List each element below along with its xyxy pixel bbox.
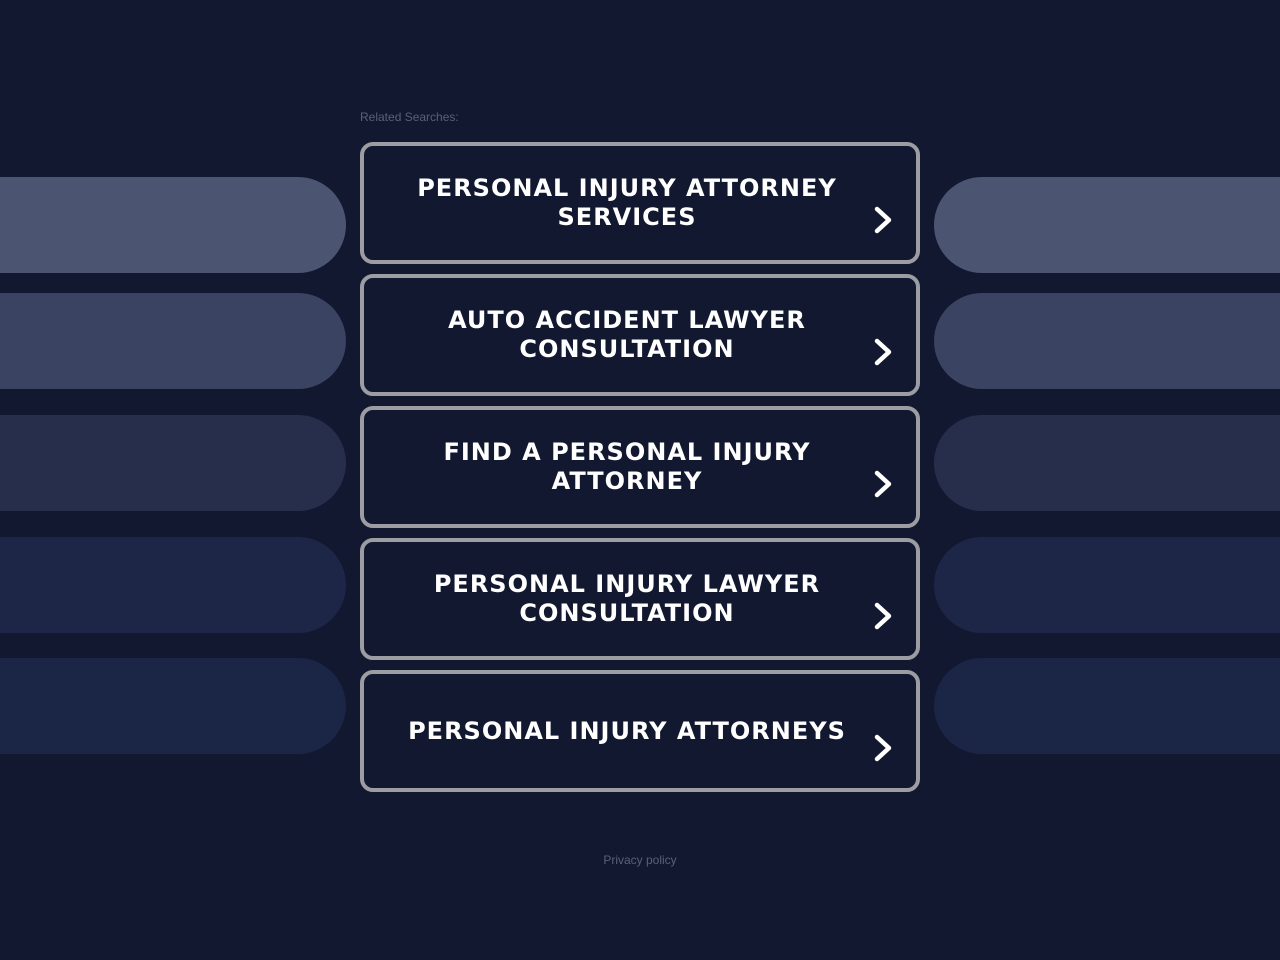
related-search-link-3[interactable]: FIND A PERSONAL INJURY ATTORNEY xyxy=(360,406,920,528)
chevron-right-icon xyxy=(871,204,895,236)
decorative-bar-left-4 xyxy=(0,537,346,633)
related-search-link-5[interactable]: PERSONAL INJURY ATTORNEYS xyxy=(360,670,920,792)
chevron-right-icon xyxy=(871,600,895,632)
decorative-bar-right-3 xyxy=(934,415,1280,511)
related-search-label: PERSONAL INJURY ATTORNEY SERVICES xyxy=(417,174,837,231)
decorative-bar-right-5 xyxy=(934,658,1280,754)
footer: Privacy policy xyxy=(0,853,1280,867)
decorative-bar-right-4 xyxy=(934,537,1280,633)
related-search-label: FIND A PERSONAL INJURY ATTORNEY xyxy=(443,438,811,495)
related-search-link-2[interactable]: AUTO ACCIDENT LAWYER CONSULTATION xyxy=(360,274,920,396)
chevron-right-icon xyxy=(871,468,895,500)
decorative-bar-left-3 xyxy=(0,415,346,511)
decorative-bar-right-1 xyxy=(934,177,1280,273)
decorative-bar-left-1 xyxy=(0,177,346,273)
related-search-label: AUTO ACCIDENT LAWYER CONSULTATION xyxy=(448,306,806,363)
chevron-right-icon xyxy=(871,336,895,368)
decorative-bar-right-2 xyxy=(934,293,1280,389)
related-searches-list: PERSONAL INJURY ATTORNEY SERVICES AUTO A… xyxy=(360,142,920,802)
related-search-label: PERSONAL INJURY ATTORNEYS xyxy=(408,716,846,745)
chevron-right-icon xyxy=(871,732,895,764)
related-search-link-4[interactable]: PERSONAL INJURY LAWYER CONSULTATION xyxy=(360,538,920,660)
related-search-link-1[interactable]: PERSONAL INJURY ATTORNEY SERVICES xyxy=(360,142,920,264)
related-search-label: PERSONAL INJURY LAWYER CONSULTATION xyxy=(433,570,821,627)
decorative-bar-left-2 xyxy=(0,293,346,389)
privacy-policy-link[interactable]: Privacy policy xyxy=(603,853,677,867)
decorative-bar-left-5 xyxy=(0,658,346,754)
related-searches-label: Related Searches: xyxy=(360,110,459,124)
